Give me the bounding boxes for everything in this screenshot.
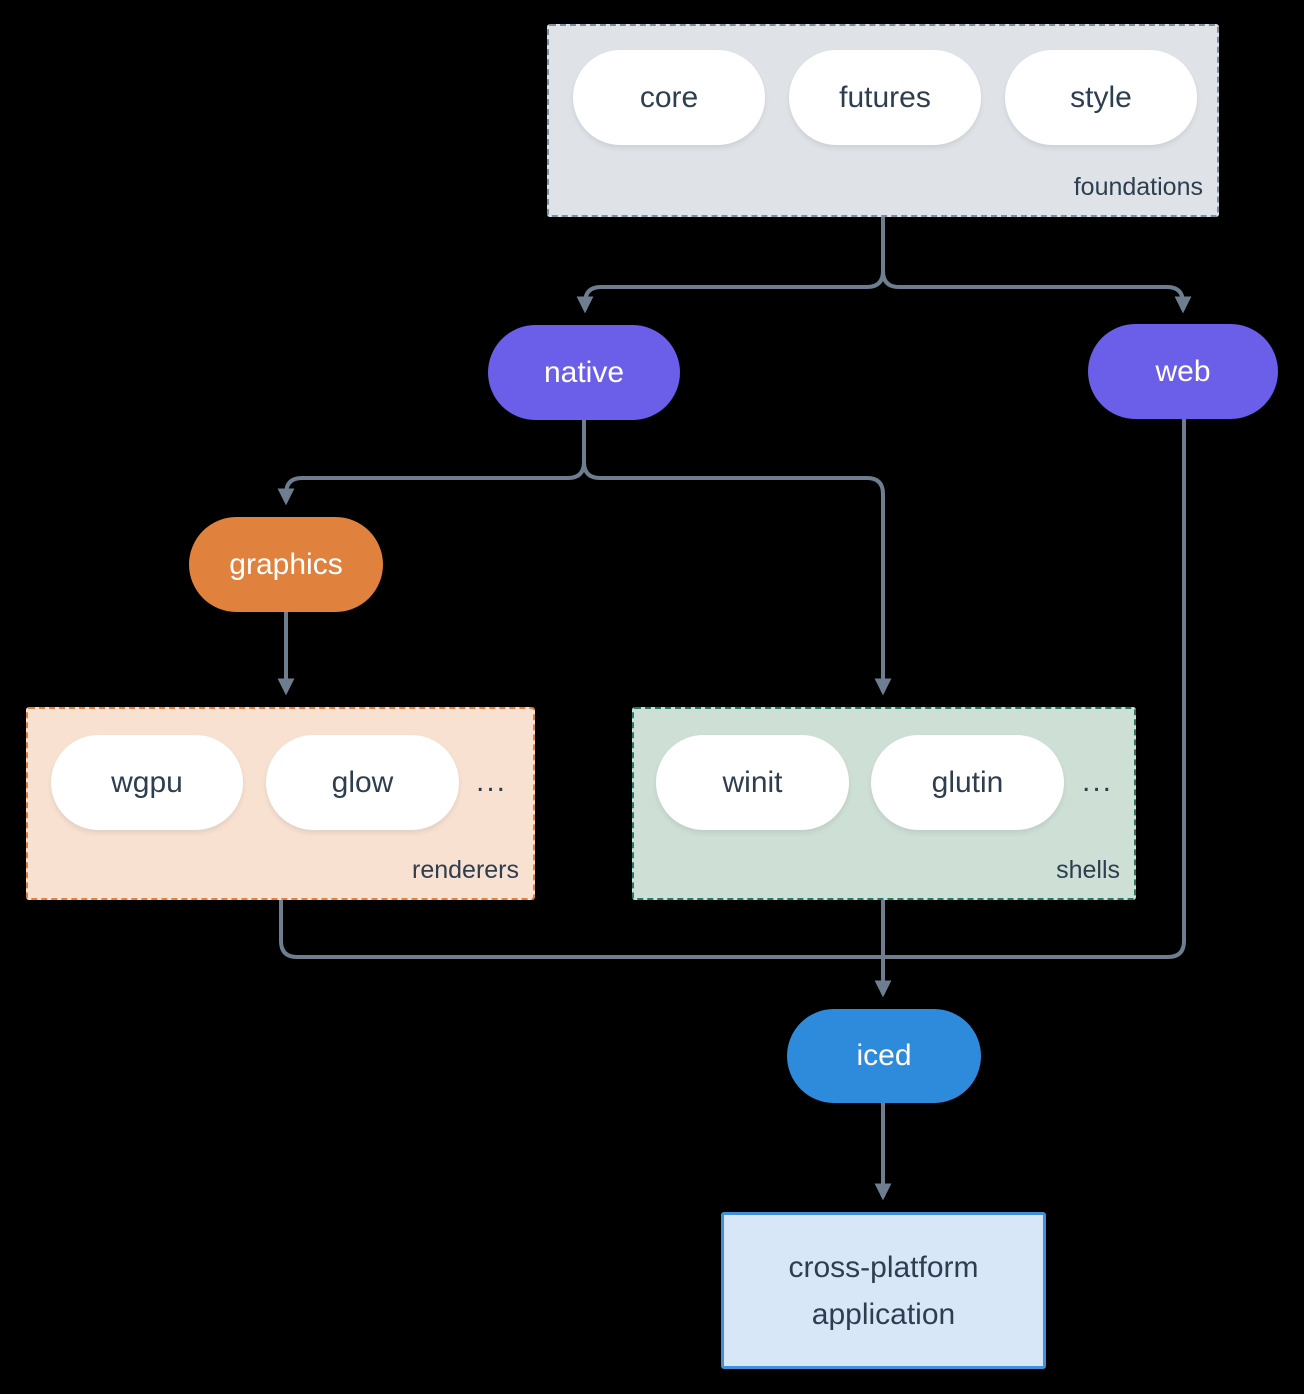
renderers-group-label: renderers: [412, 856, 519, 884]
connector-foundations-to-native: [576, 217, 885, 314]
foundations-group-label: foundations: [1073, 173, 1203, 201]
node-web: web: [1088, 324, 1278, 419]
connector-native-to-graphics: [277, 420, 586, 506]
shells-ellipsis: ...: [1082, 765, 1114, 798]
shells-group-label: shells: [1056, 856, 1120, 884]
shells-group: winit glutin ... shells: [632, 707, 1136, 900]
foundations-group: core futures style foundations: [547, 24, 1219, 217]
cross-platform-application-box: cross-platform application: [721, 1212, 1046, 1369]
node-core: core: [573, 50, 765, 145]
node-glow: glow: [266, 735, 459, 830]
connector-native-to-shells: [582, 420, 892, 696]
connector-web-to-merge: [883, 418, 1186, 959]
node-glutin: glutin: [871, 735, 1064, 830]
node-futures: futures: [789, 50, 981, 145]
node-graphics: graphics: [189, 517, 383, 612]
connector-renderers-to-merge: [279, 900, 883, 959]
renderers-ellipsis: ...: [476, 765, 508, 798]
node-wgpu: wgpu: [51, 735, 243, 830]
node-iced: iced: [787, 1009, 981, 1103]
node-native: native: [488, 325, 680, 420]
application-label-line2: application: [811, 1297, 956, 1331]
node-winit: winit: [656, 735, 849, 830]
connector-foundations-to-web: [881, 217, 1192, 314]
renderers-group: wgpu glow ... renderers: [26, 707, 535, 900]
node-style: style: [1005, 50, 1197, 145]
application-label-line1: cross-platform: [788, 1250, 979, 1284]
